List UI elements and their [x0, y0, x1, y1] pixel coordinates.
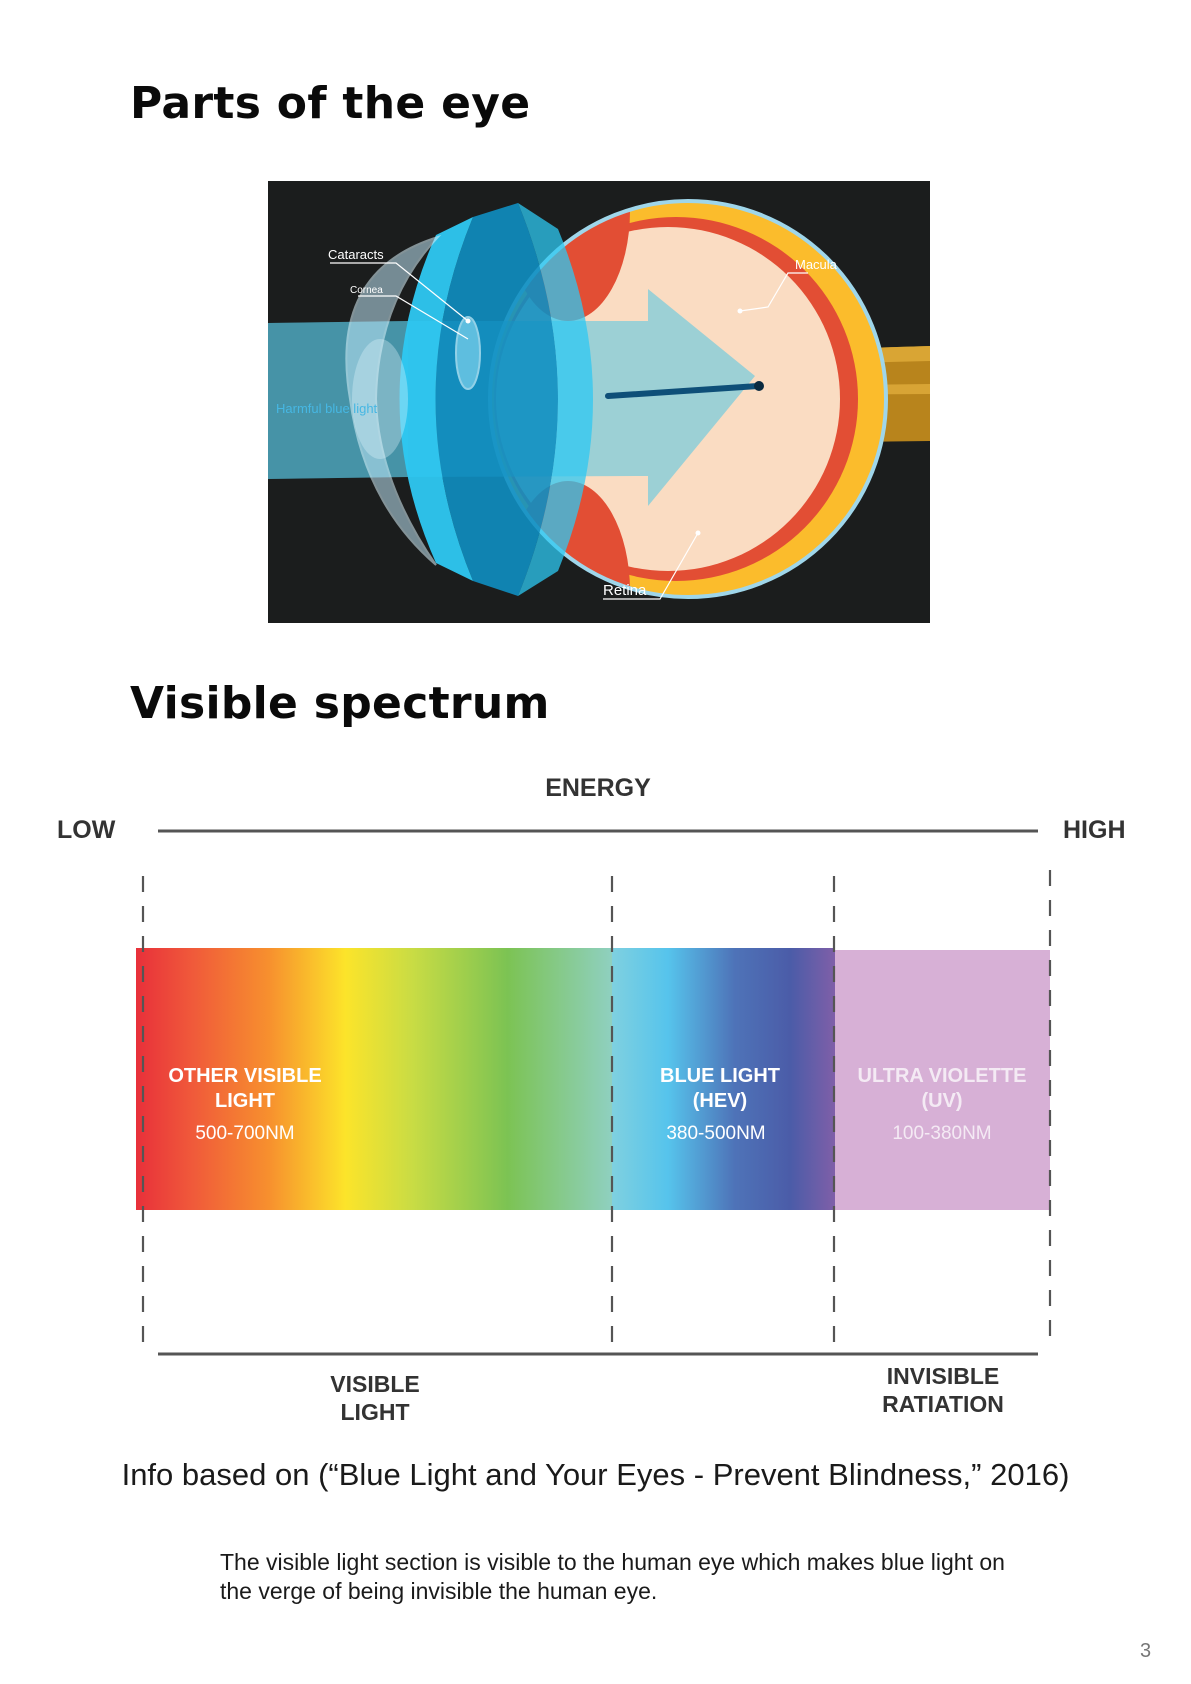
bottom-right-label-2: RATIATION [882, 1391, 1004, 1417]
band-uv [835, 950, 1050, 1210]
band-blue-light-title-1: BLUE LIGHT [660, 1065, 780, 1087]
bottom-right-label-1: INVISIBLE [887, 1363, 999, 1389]
band-uv-title-2: (UV) [921, 1090, 962, 1112]
lens [399, 203, 593, 596]
section-title-eye: Parts of the eye [130, 78, 531, 129]
label-cornea: Cornea [350, 285, 383, 296]
label-cataracts: Cataracts [328, 247, 384, 262]
high-label: HIGH [1063, 816, 1126, 844]
fovea-line [605, 383, 761, 399]
bottom-left-label-2: LIGHT [341, 1399, 410, 1425]
energy-label: ENERGY [545, 774, 651, 802]
band-other-visible [136, 948, 612, 1210]
band-blue-light-title-2: (HEV) [693, 1090, 747, 1112]
band-other-visible-title-2: LIGHT [215, 1090, 275, 1112]
low-label: LOW [57, 816, 116, 844]
eye-diagram: Cataracts Cornea Macula Harmful blue lig… [268, 181, 930, 623]
band-blue-light-range: 380-500NM [666, 1123, 765, 1144]
cataract-spot [455, 316, 481, 390]
band-blue-light [612, 948, 835, 1210]
band-uv-title-1: ULTRA VIOLETTE [858, 1065, 1027, 1087]
explanatory-note: The visible light section is visible to … [220, 1549, 1005, 1604]
section-title-spectrum: Visible spectrum [130, 678, 550, 729]
citation: Info based on (“Blue Light and Your Eyes… [121, 1457, 1070, 1492]
page-number: 3 [1140, 1640, 1152, 1662]
band-other-visible-range: 500-700NM [195, 1123, 294, 1144]
cornea [345, 234, 442, 566]
label-harmful-blue-light: Harmful blue light [276, 401, 378, 416]
bottom-left-label-1: VISIBLE [330, 1371, 419, 1397]
label-macula: Macula [795, 257, 838, 272]
band-other-visible-title-1: OTHER VISIBLE [168, 1065, 321, 1087]
label-retina: Retina [603, 582, 647, 599]
band-uv-range: 100-380NM [892, 1123, 991, 1144]
spectrum-diagram: ENERGY LOW HIGH OTHER VISIBLE LIGHT 500-… [57, 774, 1126, 1425]
